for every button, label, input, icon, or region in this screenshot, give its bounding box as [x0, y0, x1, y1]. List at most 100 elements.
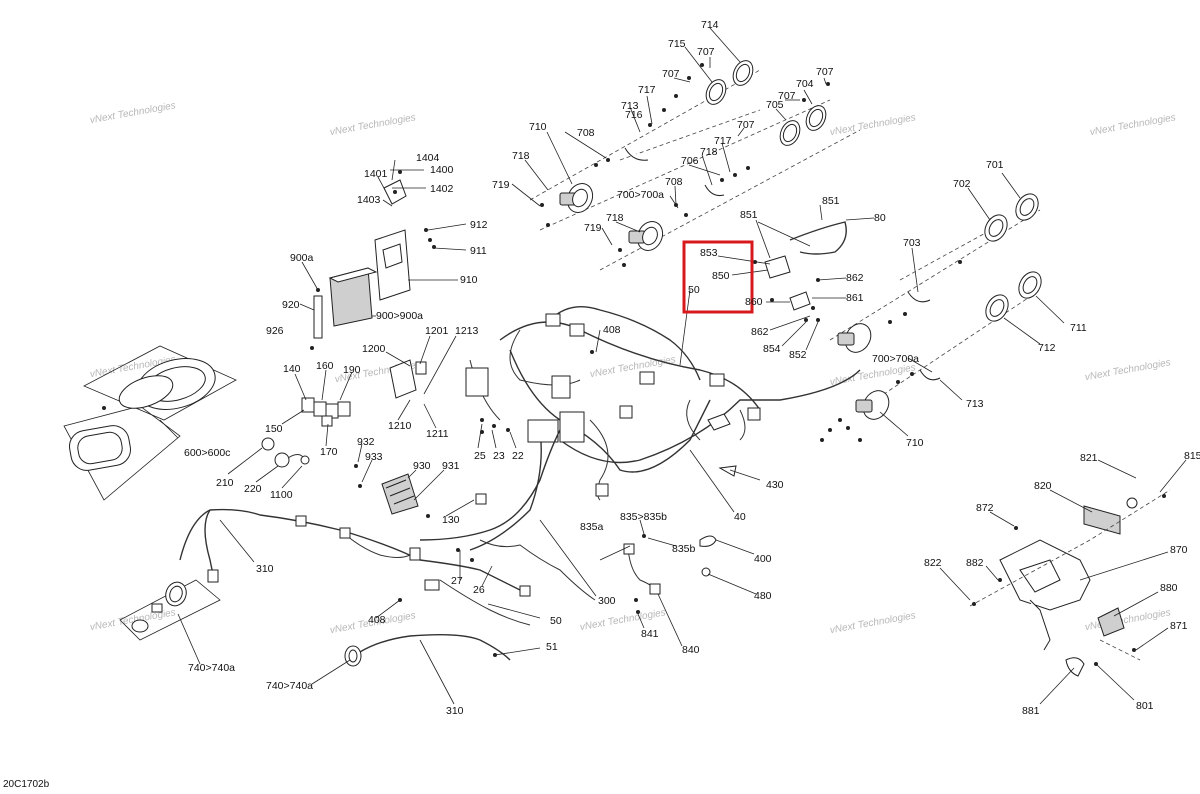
part-label: 1201 — [425, 325, 449, 337]
part-label: 854 — [763, 343, 781, 355]
plug-part — [151, 603, 163, 613]
connector — [409, 547, 421, 561]
part-label: 400 — [754, 553, 772, 565]
part-label: 707 — [662, 68, 680, 80]
bracket-1200 — [389, 359, 417, 399]
part-label: 851 — [822, 195, 840, 207]
part-label: 852 — [789, 349, 807, 361]
module-880 — [1097, 607, 1125, 637]
connector-block — [465, 367, 489, 397]
highlight-box — [682, 240, 754, 314]
part-label: 900a — [290, 252, 314, 264]
right-headlight-assembly — [820, 193, 1042, 442]
part-label: 931 — [442, 460, 460, 472]
bracket — [704, 184, 725, 196]
sensor-835-group — [623, 534, 661, 614]
part-label: 705 — [766, 99, 784, 111]
watermark: vNext Technologies — [829, 610, 916, 636]
part-label: 300 — [598, 595, 616, 607]
part-label: 718 — [700, 146, 718, 158]
headlight-unit — [837, 323, 872, 353]
gauge-cluster — [63, 345, 237, 501]
part-label: 711 — [1070, 322, 1087, 334]
part-label: 1402 — [430, 183, 454, 195]
clip-881 — [1065, 657, 1085, 677]
sensor-840 — [649, 583, 661, 595]
part-label: 716 — [625, 109, 643, 121]
connector-block — [551, 375, 571, 399]
connector — [295, 515, 307, 527]
switch-220 — [274, 452, 290, 468]
watermark: vNext Technologies — [1084, 607, 1171, 633]
relay — [313, 401, 327, 417]
watermark: vNext Technologies — [829, 362, 916, 388]
connector — [569, 323, 585, 337]
part-label: 872 — [976, 502, 994, 514]
sensor-860 — [789, 291, 811, 311]
regulator-930 — [354, 464, 430, 518]
part-label: 871 — [1170, 620, 1188, 632]
part-label: 704 — [796, 78, 814, 90]
part-label: 707 — [778, 90, 796, 102]
fuse-block — [559, 411, 585, 443]
part-label: 26 — [473, 584, 485, 596]
part-label: 706 — [681, 155, 699, 167]
connector — [545, 313, 561, 327]
clip — [707, 413, 731, 431]
part-label: 210 — [216, 477, 234, 489]
part-label: 717 — [638, 84, 656, 96]
part-label: 712 — [1038, 342, 1056, 354]
part-label: 861 — [846, 292, 864, 304]
part-label: 714 — [701, 19, 719, 31]
connector-1100 — [300, 455, 310, 465]
part-label: 719 — [492, 179, 510, 191]
part-label: 718 — [606, 212, 624, 224]
connector — [619, 405, 633, 419]
part-label: 880 — [1160, 582, 1178, 594]
part-label: 190 — [343, 364, 361, 376]
part-label: 932 — [357, 436, 375, 448]
connector — [519, 585, 531, 597]
harness-80 — [789, 221, 847, 255]
connector — [639, 371, 655, 385]
part-label: 707 — [737, 119, 755, 131]
part-label: 719 — [584, 222, 602, 234]
part-label: 933 — [365, 451, 383, 463]
relay — [337, 401, 351, 417]
part-label: 1213 — [455, 325, 479, 337]
part-label: 710 — [906, 437, 924, 449]
plug-cap — [131, 619, 149, 633]
part-label: 170 — [320, 446, 338, 458]
connector — [207, 569, 219, 583]
part-label: 480 — [754, 590, 772, 602]
nut-821 — [1126, 497, 1138, 509]
headlight-unit — [855, 390, 890, 420]
part-label: 220 — [244, 483, 262, 495]
part-label: 408 — [368, 614, 386, 626]
watermark: vNext Technologies — [1084, 357, 1171, 383]
gauge-lens — [118, 375, 174, 409]
part-label: 708 — [665, 176, 683, 188]
part-label: 853 — [700, 247, 718, 259]
headlight-unit — [628, 220, 664, 252]
part-label: 1200 — [362, 343, 386, 355]
clip-130 — [475, 493, 487, 505]
part-label: 600>600c — [184, 447, 230, 459]
part-label: 860 — [745, 296, 763, 308]
clip-430 — [718, 465, 737, 477]
module-850-group — [753, 221, 847, 322]
part-label: 701 — [986, 159, 1004, 171]
part-label: 715 — [668, 38, 686, 50]
part-label: 840 — [682, 644, 700, 656]
part-label: 851 — [740, 209, 758, 221]
part-label: 40 — [734, 511, 746, 523]
part-label: 150 — [265, 423, 283, 435]
diagram-code: 20C1702b — [3, 779, 50, 790]
clip-400 — [699, 535, 717, 547]
part-label: 862 — [846, 272, 864, 284]
part-label: 713 — [966, 398, 984, 410]
module-850 — [764, 255, 791, 279]
switch-210 — [261, 437, 275, 451]
part-label: 740>740a — [266, 680, 313, 692]
